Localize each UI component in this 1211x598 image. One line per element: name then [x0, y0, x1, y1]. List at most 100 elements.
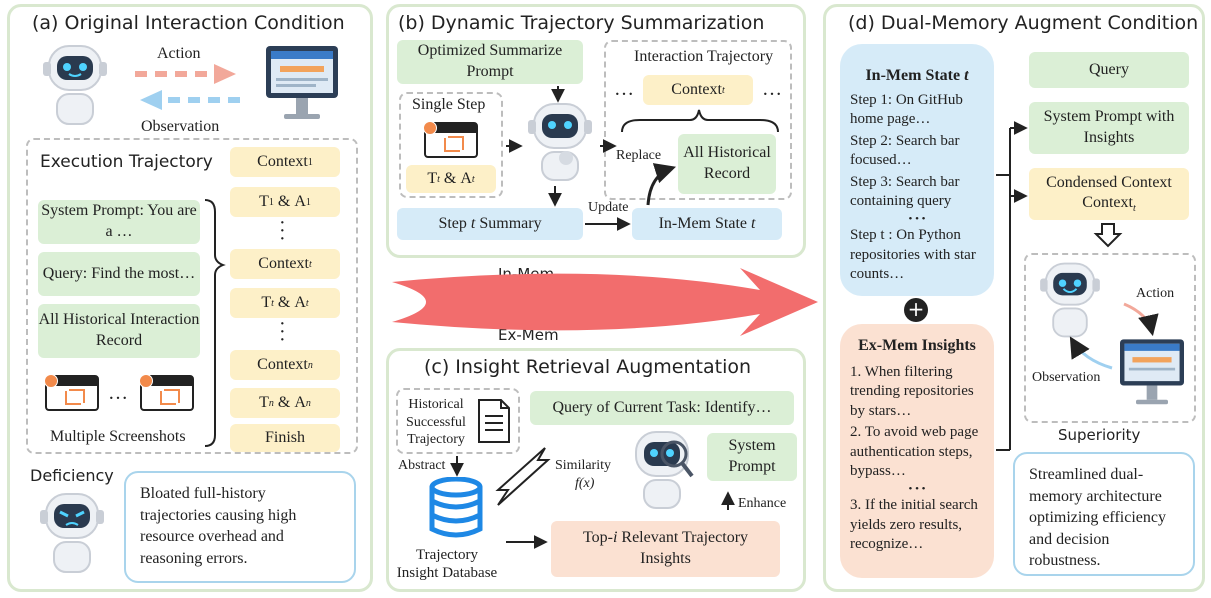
tt-label: T	[261, 293, 272, 311]
in-mem-step-1: Step 1: On GitHub home page…	[850, 91, 963, 128]
monitor-icon	[262, 40, 342, 130]
execution-trajectory-box	[26, 138, 358, 454]
historical-successful-box	[396, 388, 520, 454]
document-icon	[477, 398, 511, 444]
system-prompt-box: System Prompt: You are a …	[38, 200, 200, 244]
single-step-box	[399, 92, 503, 198]
panel-a-title: (a) Original Interaction Condition	[32, 12, 345, 34]
vdots-1: ···	[279, 212, 286, 250]
t1-amp: &	[277, 192, 291, 210]
tn-label: T	[259, 393, 269, 411]
tt-amp: &	[277, 293, 291, 311]
similarity-arrow	[495, 447, 551, 506]
in-mem-state-box: In-Mem State t	[632, 208, 782, 240]
in-mem-step-t: Step t : On Python repositories with sta…	[850, 227, 976, 283]
single-step-label: Single Step	[412, 96, 486, 113]
query-box: Query: Find the most…	[38, 252, 200, 296]
similarity-label: Similarity	[555, 458, 611, 473]
traj-dots-left: …	[614, 78, 634, 100]
in-mem-step-dots: • • •	[908, 212, 926, 225]
in-mem-title: In-Mem State t	[865, 67, 969, 84]
brace	[204, 199, 226, 447]
condensed-label: Condensed Context	[1046, 173, 1172, 191]
query-current-task-box: Query of Current Task: Identify…	[530, 391, 794, 425]
replace-label: Replace	[616, 148, 662, 163]
superiority-note: Streamlined dual-memory architecture opt…	[1013, 452, 1195, 576]
database-icon	[428, 476, 484, 539]
in-mem-step-2: Step 2: Search bar focused…	[850, 132, 960, 169]
tn-amp: &	[277, 393, 291, 411]
finish: Finish	[230, 424, 340, 452]
action-d-arrow	[1123, 302, 1159, 337]
context-n-label: Context	[257, 355, 308, 373]
ex-mem-item-dots: • • •	[908, 482, 926, 495]
interaction-trajectory-box	[604, 40, 792, 200]
system-prompt-insights-box: System Prompt with Insights	[1029, 102, 1189, 154]
at-label: A	[294, 293, 306, 311]
deficiency-label: Deficiency	[30, 466, 114, 485]
action-arrow	[135, 64, 236, 84]
query-d-box: Query	[1029, 52, 1189, 88]
panel-d-title: (d) Dual-Memory Augment Condition	[848, 12, 1199, 34]
fx-label: f(x)	[575, 476, 595, 491]
traj-context-label: Context	[671, 80, 722, 98]
all-historical-box: All Historical Interaction Record	[38, 304, 200, 358]
in-mem-state-panel: In-Mem State t Step 1: On GitHub home pa…	[840, 44, 994, 296]
action-label: Action	[157, 45, 201, 62]
happy-robot-icon	[1032, 258, 1108, 342]
traj-brace	[621, 109, 779, 133]
ex-mem-title: Ex-Mem Insights	[858, 337, 976, 354]
ex-mem-label: Ex-Mem	[498, 326, 559, 344]
all-historical-record-box: All Historical Record	[678, 134, 776, 194]
monitor-d-icon	[1116, 334, 1188, 414]
traj-dots-right: …	[762, 78, 782, 100]
deficiency-note: Bloated full-history trajectories causin…	[124, 471, 356, 583]
ex-mem-item-3: 3. If the initial search yields zero res…	[850, 497, 978, 553]
down-hollow-arrow	[1093, 223, 1123, 248]
step-summary-box: Step t Summary	[397, 208, 583, 240]
superiority-label: Superiority	[1058, 426, 1141, 444]
vdots-2: ···	[279, 313, 286, 351]
panel-b-title: (b) Dynamic Trajectory Summarization	[398, 12, 765, 34]
screens-dots: …	[108, 382, 128, 404]
interaction-trajectory-label: Interaction Trajectory	[634, 48, 774, 65]
a1-label: A	[294, 192, 306, 210]
context-1-label: Context	[257, 152, 308, 170]
sad-robot-icon	[32, 488, 112, 578]
ex-mem-item-2: 2. To avoid web page authentication step…	[850, 424, 979, 480]
observation-d-arrow	[1069, 336, 1113, 370]
optimized-prompt-box: Optimized Summarize Prompt	[397, 40, 583, 84]
an-label: A	[294, 393, 306, 411]
in-mem-step-3: Step 3: Search bar containing query	[850, 173, 960, 210]
ex-mem-insights-panel: Ex-Mem Insights 1. When filtering trendi…	[840, 324, 994, 578]
observation-d-label: Observation	[1032, 370, 1101, 385]
update-label: Update	[588, 200, 629, 215]
robot-icon	[35, 40, 115, 130]
historical-successful-label: Historical Successful Trajectory	[406, 397, 466, 447]
plus-icon: +	[904, 298, 928, 322]
enhance-label: Enhance	[738, 496, 787, 511]
panel-c-title: (c) Insight Retrieval Augmentation	[424, 356, 752, 378]
execution-trajectory-title: Execution Trajectory	[40, 152, 213, 172]
abstract-label: Abstract	[398, 458, 446, 473]
screenshot-icon-1	[44, 374, 99, 411]
system-prompt-c-box: System Prompt	[707, 433, 797, 481]
ex-mem-item-1: 1. When filtering trending repositories …	[850, 363, 974, 419]
action-d-label: Action	[1136, 286, 1175, 301]
thinking-robot-icon	[520, 100, 600, 184]
database-label: Trajectory Insight Database	[396, 547, 498, 581]
multiple-screenshots-label: Multiple Screenshots	[50, 428, 186, 445]
replace-arrow	[646, 163, 677, 206]
in-mem-ex-mem-big-arrow	[392, 268, 818, 336]
t1-label: T	[259, 192, 269, 210]
